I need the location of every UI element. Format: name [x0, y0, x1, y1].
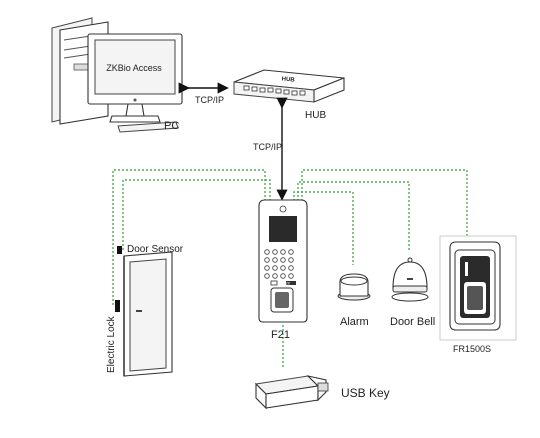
- f21-brand: ZK: [286, 282, 291, 286]
- software-label: ZKBio Access: [106, 63, 162, 73]
- door-icon: [115, 246, 173, 377]
- pc-label: PC: [164, 120, 179, 132]
- alarm-label: Alarm: [340, 316, 369, 328]
- f21-icon: [258, 199, 308, 323]
- electric-lock-label: Electric Lock: [106, 315, 117, 373]
- usb-key-label: USB Key: [341, 386, 390, 400]
- fr1500s-icon: [439, 235, 517, 341]
- wiring: [112, 169, 468, 368]
- hub-icon: [233, 69, 345, 103]
- door-bell-label: Door Bell: [390, 316, 435, 328]
- f21-label: F21: [271, 329, 290, 341]
- hub-logo: HUB: [281, 76, 295, 83]
- door-bell-icon: [391, 257, 429, 302]
- fr1500s-label: FR1500S: [453, 344, 491, 354]
- pc-icon: [51, 17, 183, 133]
- usb-key-icon: [254, 375, 329, 410]
- alarm-icon: [337, 273, 371, 301]
- tcpip-pc-hub-label: TCP/IP: [195, 95, 224, 105]
- tcpip-hub-f21-label: TCP/IP: [253, 142, 282, 152]
- door-sensor-label: Door Sensor: [127, 244, 184, 255]
- hub-label: HUB: [305, 110, 326, 121]
